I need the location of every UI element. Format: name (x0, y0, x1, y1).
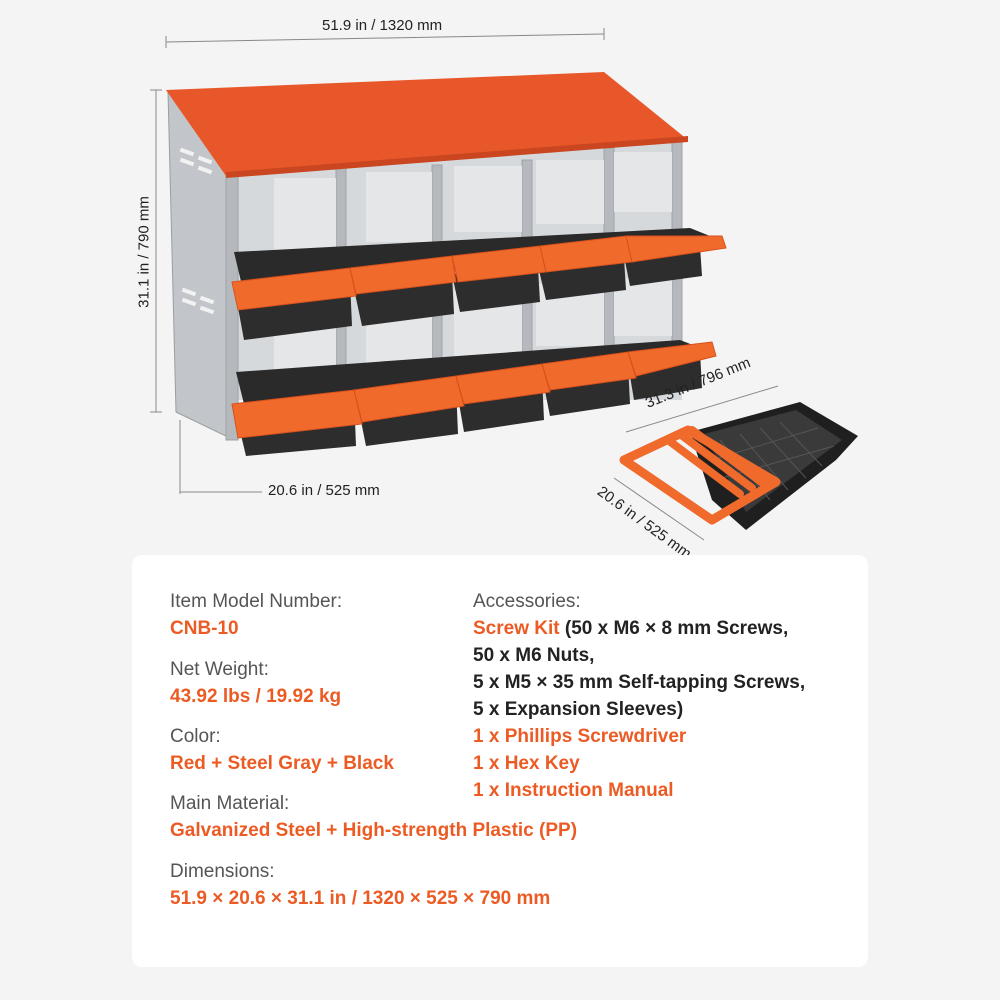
product-hero: 51.9 in / 1320 mm 31.1 in / 790 mm 20.6 … (135, 17, 858, 562)
depth-dimension-label: 20.6 in / 525 mm (268, 482, 380, 499)
width-dimension-label: 51.9 in / 1320 mm (322, 17, 443, 34)
model-number-label: Item Model Number: (170, 591, 343, 612)
roof-front-edge (226, 136, 688, 178)
lower-trays (231, 340, 717, 456)
screw-kit-detail: (50 x M6 × 8 mm Screws, (559, 618, 789, 639)
screw-kit-detail-2: 50 x M6 Nuts, (473, 645, 595, 666)
dimensions-label: Dimensions: (170, 861, 275, 882)
main-material-label: Main Material: (170, 793, 290, 814)
accessory-screwdriver: 1 x Phillips Screwdriver (473, 726, 687, 747)
main-material-value: Galvanized Steel + High-strength Plastic… (170, 820, 578, 841)
height-dimension-label: 31.1 in / 790 mm (135, 196, 153, 308)
nesting-box-illustration (150, 28, 858, 541)
screw-kit-name: Screw Kit (473, 618, 560, 639)
model-number-value: CNB-10 (170, 618, 239, 639)
upper-trays (231, 228, 727, 340)
width-dimension-line (165, 28, 605, 48)
accessory-hex-key: 1 x Hex Key (473, 753, 580, 774)
height-dimension-line (150, 89, 162, 413)
color-label: Color: (170, 726, 221, 747)
color-value: Red + Steel Gray + Black (170, 753, 394, 774)
screw-kit-detail-4: 5 x Expansion Sleeves) (473, 699, 684, 720)
specs-card: Item Model Number: CNB-10 Net Weight: 43… (132, 555, 868, 967)
accessories-label: Accessories: (473, 591, 581, 612)
dimensions-value: 51.9 × 20.6 × 31.1 in / 1320 × 525 × 790… (170, 888, 551, 909)
screw-kit-detail-3: 5 x M5 × 35 mm Self-tapping Screws, (473, 672, 806, 693)
depth-dimension-line (179, 420, 262, 494)
net-weight-value: 43.92 lbs / 19.92 kg (170, 686, 342, 707)
accessory-manual: 1 x Instruction Manual (473, 780, 674, 801)
side-vents (179, 147, 215, 315)
net-weight-label: Net Weight: (170, 659, 269, 680)
accessory-screw-kit: Screw Kit (50 x M6 × 8 mm Screws, (473, 618, 788, 640)
detached-tray (613, 385, 858, 541)
